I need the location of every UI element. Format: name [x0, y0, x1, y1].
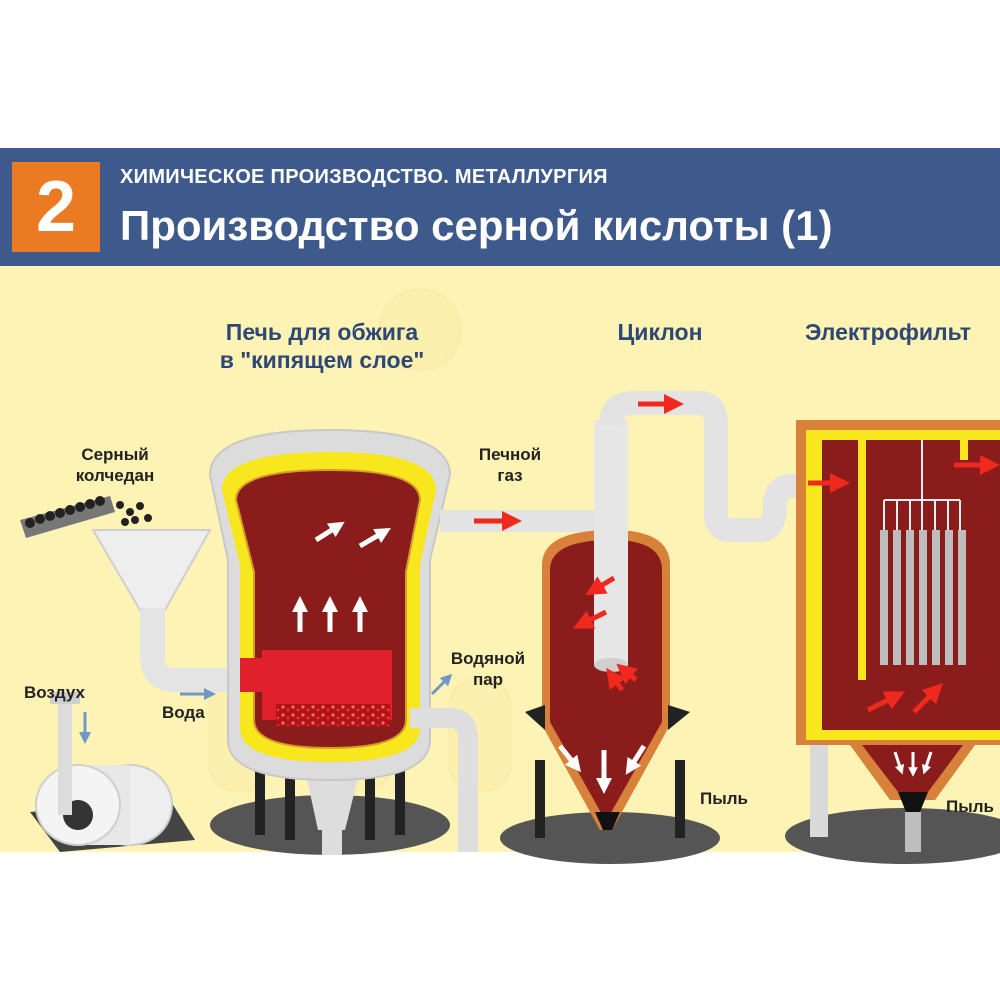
electrofilter-label: Электрофильт: [805, 319, 972, 345]
roasting-furnace: [208, 428, 478, 855]
air-label: Воздух: [24, 683, 86, 702]
pyrite-label: Серный колчедан: [55, 444, 175, 486]
steam-label: Водяной пар: [428, 648, 548, 690]
cyclone-label: Циклон: [617, 319, 703, 345]
furnace-label: Печь для обжига в "кипящем слое": [192, 318, 452, 374]
air-blower: [30, 692, 195, 852]
furnace-gas-label-line2: газ: [497, 466, 523, 485]
page-subtitle: ХИМИЧЕСКОЕ ПРОИЗВОДСТВО. МЕТАЛЛУРГИЯ: [120, 166, 608, 188]
input-arrows: [79, 673, 453, 744]
furnace-flow-arrows: [291, 521, 391, 632]
furnace-label-line2: в "кипящем слое": [219, 347, 425, 373]
steam-label-line2: пар: [472, 670, 504, 689]
section-number: 2: [12, 162, 100, 252]
cyclone: [500, 420, 720, 864]
pyrite-label-line2: колчедан: [75, 466, 155, 485]
feed-hopper: [91, 529, 230, 692]
furnace-gas-label: Печной газ: [460, 444, 560, 486]
top-pipe: [599, 391, 810, 542]
pyrite-feed: [20, 496, 152, 538]
page-title: Производство серной кислоты (1): [120, 202, 833, 249]
steam-label-line1: Водяной: [450, 649, 526, 668]
cyclone-dust-label: Пыль: [700, 789, 748, 808]
furnace-label-line1: Печь для обжига: [225, 319, 419, 345]
pyrite-label-line1: Серный: [81, 445, 149, 464]
gas-pipe: [440, 510, 600, 532]
electrofilter: [785, 420, 1000, 864]
filter-dust-label: Пыль: [946, 797, 994, 816]
header-bar: [0, 148, 1000, 266]
water-label: Вода: [162, 703, 205, 722]
furnace-gas-label-line1: Печной: [478, 445, 542, 464]
